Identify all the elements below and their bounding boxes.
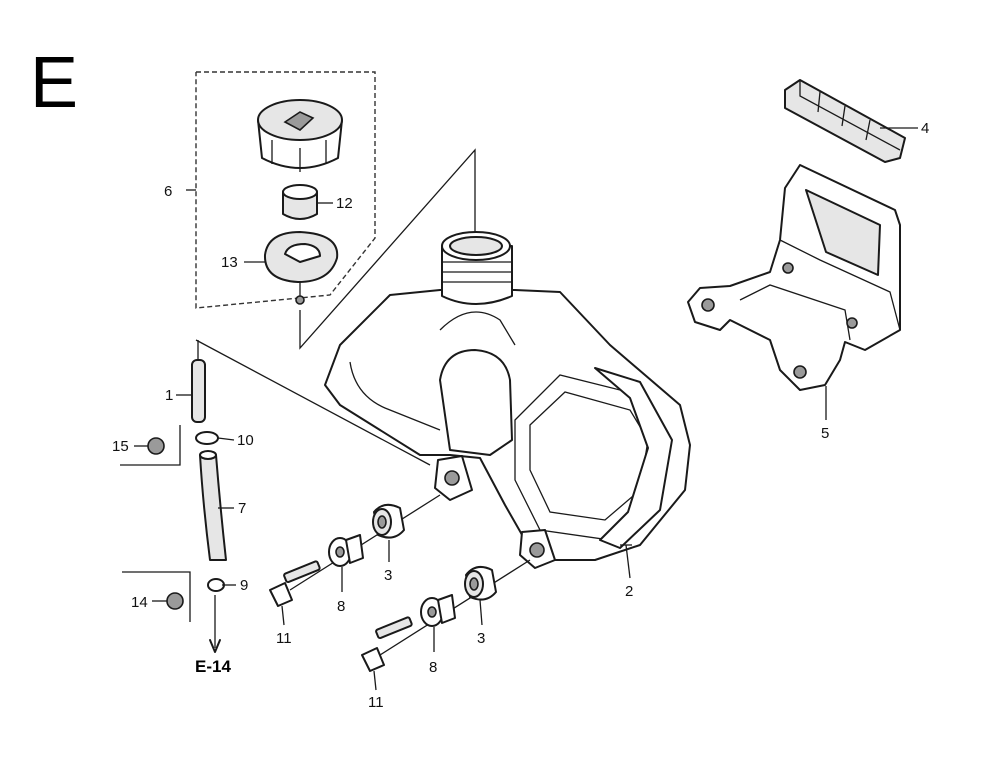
callout-5: 5 bbox=[821, 425, 829, 442]
fuel-joint bbox=[191, 340, 206, 423]
callout-8-lower: 8 bbox=[429, 659, 437, 676]
callout-3-lower: 3 bbox=[477, 630, 485, 647]
callout-15: 15 bbox=[112, 438, 129, 455]
callout-14: 14 bbox=[131, 594, 148, 611]
callout-3-upper: 3 bbox=[384, 567, 392, 584]
clip-14 bbox=[166, 592, 184, 610]
callout-1: 1 bbox=[165, 387, 173, 404]
hose-clip-lower bbox=[207, 578, 225, 592]
callout-11-lower: 11 bbox=[368, 694, 384, 711]
collar-upper bbox=[328, 534, 364, 567]
callout-7: 7 bbox=[238, 500, 246, 517]
callout-8-upper: 8 bbox=[337, 598, 345, 615]
grommet-upper bbox=[372, 503, 405, 539]
callout-6: 6 bbox=[164, 183, 172, 200]
fuel-hose bbox=[199, 450, 227, 561]
callout-10: 10 bbox=[237, 432, 254, 449]
cap-gasket bbox=[263, 231, 339, 305]
callout-12: 12 bbox=[336, 195, 353, 212]
callout-2: 2 bbox=[625, 583, 633, 600]
bolt-upper bbox=[269, 560, 321, 607]
hose-clip-upper bbox=[195, 431, 219, 445]
tank-bracket bbox=[687, 164, 901, 391]
cross-reference[interactable]: E-14 bbox=[195, 657, 231, 676]
callout-13: 13 bbox=[221, 254, 238, 271]
clip-15 bbox=[147, 437, 165, 455]
rubber-pad bbox=[784, 79, 906, 163]
fuel-cap bbox=[257, 99, 343, 172]
callout-11-upper: 11 bbox=[276, 630, 292, 647]
callout-9: 9 bbox=[240, 577, 248, 594]
grommet-lower bbox=[464, 565, 497, 601]
fuel-tank bbox=[324, 231, 691, 569]
section-letter: E bbox=[30, 43, 78, 123]
bolt-lower bbox=[361, 616, 413, 672]
cap-filter bbox=[282, 184, 318, 220]
callout-4: 4 bbox=[921, 120, 929, 137]
collar-lower bbox=[420, 594, 456, 627]
